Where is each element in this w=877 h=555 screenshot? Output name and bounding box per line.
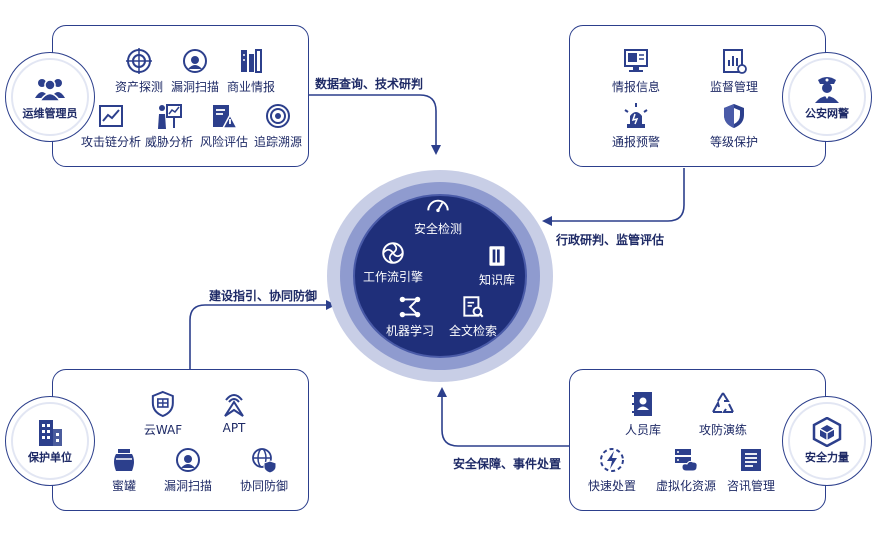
- item-vuln-scan: 漏洞扫描: [171, 47, 219, 95]
- item-collab-defense: 协同防御: [240, 446, 288, 494]
- center-workflow-engine: 工作流引擎: [363, 240, 423, 285]
- role-label: 保护单位: [28, 451, 72, 464]
- asset-probe-icon: [125, 48, 152, 74]
- item-info-manage: 咨讯管理: [727, 446, 775, 494]
- item-apt: APT: [220, 390, 248, 435]
- trace-source-icon: [265, 104, 290, 128]
- shield-icon: [723, 104, 744, 128]
- arrow-top-right: [542, 168, 685, 226]
- item-risk-assess: 风险评估: [200, 102, 248, 150]
- item-virtual-resource: 虚拟化资源: [656, 446, 716, 494]
- quick-response-icon: [599, 448, 624, 472]
- cube-icon: [812, 417, 842, 447]
- vuln-scan-icon: [175, 448, 200, 472]
- arrow-bottom-left: [189, 300, 336, 369]
- item-supervision: 监督管理: [710, 47, 758, 95]
- virtual-resource-icon: [674, 449, 698, 472]
- honeypot-icon: [114, 449, 134, 471]
- workflow-engine-icon: [382, 242, 404, 264]
- item-level-protection: 等级保护: [710, 102, 758, 150]
- flow-label-top-left: 数据查询、技术研判: [315, 77, 424, 91]
- arrow-top-left: [307, 94, 441, 155]
- role-label: 公安网警: [805, 107, 849, 120]
- flow-label-top-right: 行政研判、监管评估: [556, 233, 665, 247]
- badge-security-force: 安全力量: [782, 396, 872, 486]
- globe-shield-icon: [252, 448, 277, 474]
- item-attack-chain: 攻击链分析: [81, 102, 141, 150]
- item-intel-info: 情报信息: [612, 47, 660, 95]
- item-trace-source: 追踪溯源: [254, 102, 302, 150]
- item-business-intel: 商业情报: [227, 47, 275, 95]
- risk-assess-icon: [212, 105, 238, 129]
- center-machine-learning: 机器学习: [386, 294, 434, 339]
- item-quick-response: 快速处置: [588, 446, 636, 494]
- team-icon: [35, 79, 65, 102]
- police-icon: [815, 77, 839, 103]
- fulltext-search-icon: [463, 296, 484, 318]
- info-manage-icon: [740, 449, 761, 471]
- item-attack-defense-drill: 攻防演练: [699, 390, 747, 438]
- attack-chain-icon: [98, 105, 123, 127]
- business-intel-icon: [240, 49, 262, 73]
- building-icon: [39, 420, 62, 446]
- alert-beacon-icon: [624, 103, 648, 128]
- personnel-db-icon: [631, 392, 652, 416]
- item-threat-analysis: 威胁分析: [145, 102, 193, 150]
- badge-protected-unit: 保护单位: [5, 396, 95, 486]
- item-cloud-waf: 云WAF: [144, 390, 182, 438]
- cloud-waf-icon: [151, 390, 174, 418]
- drill-icon: [712, 392, 734, 413]
- role-label: 安全力量: [805, 451, 849, 464]
- supervision-icon: [722, 49, 747, 74]
- knowledge-base-icon: [489, 246, 505, 266]
- badge-police: 公安网警: [782, 52, 872, 142]
- intel-info-icon: [623, 49, 648, 72]
- arrow-bottom-right: [437, 387, 572, 447]
- center-knowledge-base: 知识库: [479, 243, 515, 288]
- flow-label-bottom-left: 建设指引、协同防御: [209, 289, 318, 303]
- gauge-icon: [427, 199, 449, 213]
- center-fulltext-search: 全文检索: [449, 294, 497, 339]
- center-safety-detection: 安全检测: [414, 192, 462, 237]
- item-honeypot: 蜜罐: [110, 446, 138, 494]
- badge-ops-admin: 运维管理员: [5, 52, 95, 142]
- apt-icon: [224, 394, 244, 417]
- item-personnel-db: 人员库: [625, 390, 661, 438]
- flow-label-bottom-right: 安全保障、事件处置: [453, 457, 562, 471]
- item-vuln-scan-2: 漏洞扫描: [164, 446, 212, 494]
- central-hub: [327, 170, 553, 382]
- item-alert-beacon: 通报预警: [612, 102, 660, 150]
- threat-analysis-icon: [157, 104, 182, 129]
- machine-learning-icon: [399, 296, 421, 318]
- vuln-scan-icon: [182, 49, 207, 73]
- item-asset-probe: 资产探测: [115, 47, 163, 95]
- role-label: 运维管理员: [22, 107, 78, 120]
